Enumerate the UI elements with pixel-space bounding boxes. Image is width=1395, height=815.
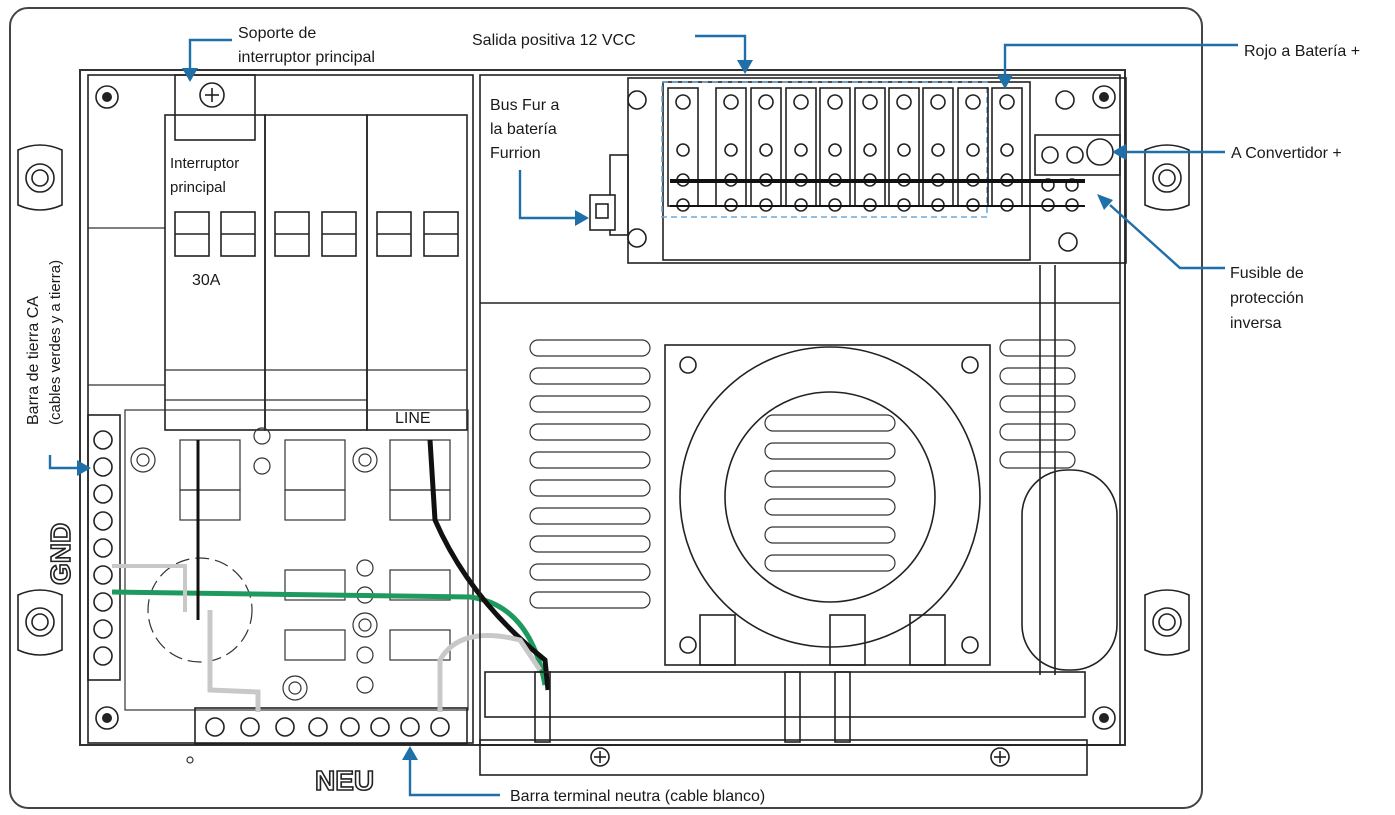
label-fusible-line1: Fusible de: [1230, 265, 1304, 282]
mount-ear-left-top: [17, 144, 63, 211]
neutral-terminals: [205, 717, 450, 737]
dc-section: [479, 74, 1121, 746]
label-line: LINE: [395, 410, 431, 427]
ground-bar: [87, 414, 121, 681]
label-a-convertidor: A Convertidor +: [1231, 145, 1342, 162]
label-soporte-line2: interruptor principal: [238, 49, 375, 66]
mount-ear-right-top: [1144, 144, 1190, 211]
label-barra-neutra: Barra terminal neutra (cable blanco): [510, 788, 765, 805]
neutral-bar: [194, 707, 468, 745]
label-tierra-line2: (cables verdes y a tierra): [47, 260, 64, 425]
capacitor: [1021, 469, 1118, 671]
branch-breaker-2: [366, 114, 468, 431]
outer-panel: [9, 7, 1203, 809]
neutral-wire-2: [437, 633, 543, 712]
label-bus-line1: Bus Fur a: [490, 97, 559, 114]
label-interruptor-line2: principal: [170, 179, 226, 196]
label-bus-line2: la batería: [490, 121, 557, 138]
label-salida-positiva: Salida positiva 12 VCC: [472, 32, 636, 49]
label-fusible-line2: protección: [1230, 290, 1304, 307]
label-tierra-line1: Barra de tierra CA: [25, 296, 42, 425]
callout-salida: [695, 34, 747, 60]
mount-ear-left-bottom: [17, 589, 63, 656]
label-neu: NEU: [315, 765, 374, 796]
callout-soporte: [188, 38, 232, 68]
transformer-frame: [664, 344, 991, 666]
callout-fusible: [1109, 204, 1225, 270]
label-soporte-line1: Soporte de: [238, 25, 316, 42]
callout-neutra: [408, 760, 500, 797]
callout-tierra: [48, 455, 77, 470]
heatsink-fins: [529, 339, 1076, 609]
label-rojo-bateria: Rojo a Batería +: [1244, 43, 1360, 60]
ground-terminals: [93, 430, 113, 666]
ac-busbar: [124, 409, 469, 711]
callout-bus: [518, 170, 575, 220]
label-bus-line3: Furrion: [490, 145, 541, 162]
label-gnd: GND: [45, 523, 76, 585]
label-fusible-line3: inversa: [1230, 315, 1282, 332]
breaker-bracket: [174, 74, 256, 141]
callout-rojo: [1003, 43, 1238, 75]
ground-lead: [112, 564, 187, 612]
toroid-inner: [724, 391, 936, 603]
label-interruptor-line1: Interruptor: [170, 155, 239, 172]
label-30a: 30A: [192, 272, 221, 289]
neutral-wire-1: [207, 610, 261, 712]
battery-bus-connector: [589, 154, 629, 236]
mount-ear-right-bottom: [1144, 589, 1190, 656]
fuse-dashed-outline: [661, 81, 988, 218]
ac-section: [87, 74, 474, 744]
